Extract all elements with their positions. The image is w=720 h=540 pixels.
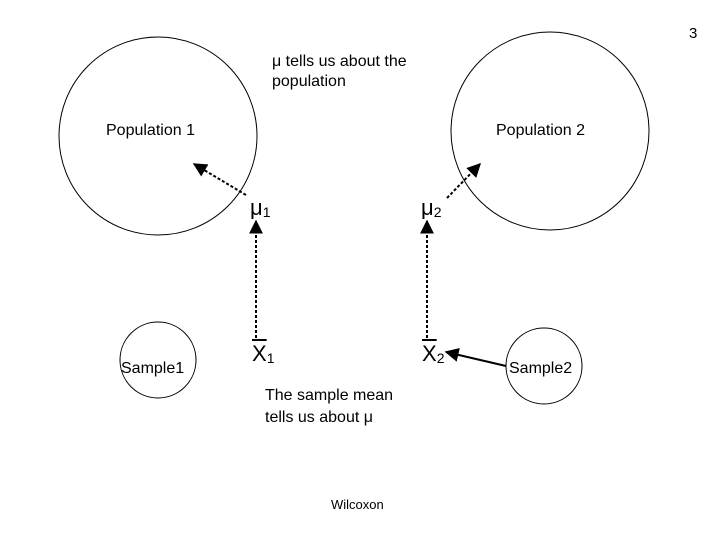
arrow-sample2-to-xbar2 xyxy=(444,348,507,367)
page-number: 3 xyxy=(689,25,698,42)
xbar1-label: X1 xyxy=(252,342,274,368)
sample-1-circle xyxy=(119,321,197,399)
xbar1-subscript: 1 xyxy=(266,350,275,366)
sample-1-label: Sample1 xyxy=(121,360,185,377)
footer-text: Wilcoxon xyxy=(331,497,384,512)
note-bottom-line2: tells us about μ xyxy=(265,409,373,426)
mu1-symbol: μ xyxy=(250,195,263,220)
mu2-subscript: 2 xyxy=(433,204,442,220)
population-1-label: Population 1 xyxy=(106,122,195,139)
arrow-mu1-to-population1 xyxy=(192,163,247,196)
xbar2-symbol: X xyxy=(422,341,437,366)
population-2-label: Population 2 xyxy=(496,122,585,139)
mu1-label: μ1 xyxy=(250,196,270,222)
mu2-symbol: μ xyxy=(421,195,434,220)
sample-2-label: Sample2 xyxy=(509,360,573,377)
note-top-line2: population xyxy=(272,73,346,90)
arrow-mu2-to-population2 xyxy=(446,162,481,199)
mu2-label: μ2 xyxy=(421,196,441,222)
population-1-circle xyxy=(58,36,258,236)
population-2-circle xyxy=(450,31,650,231)
xbar2-label: X2 xyxy=(422,342,444,368)
note-bottom-line1: The sample mean xyxy=(265,387,394,404)
note-top-line1: μ tells us about the xyxy=(272,53,407,70)
xbar1-symbol: X xyxy=(252,341,267,366)
xbar2-subscript: 2 xyxy=(436,350,445,366)
mu1-subscript: 1 xyxy=(262,204,271,220)
